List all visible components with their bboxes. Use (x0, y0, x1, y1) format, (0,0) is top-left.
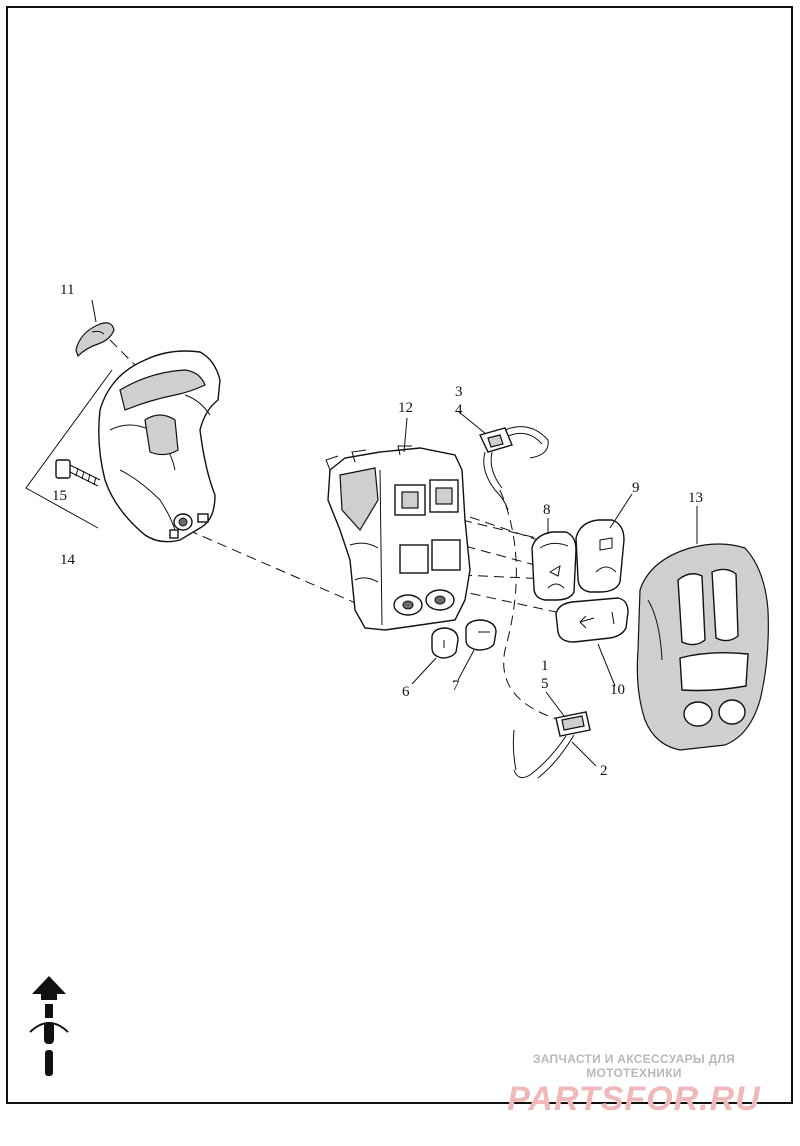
part-1-5-2-lower-connector (512, 711, 591, 779)
part-9-switch-cap (575, 519, 625, 593)
watermark: ЗАПЧАСТИ И АКСЕССУАРЫ ДЛЯ МОТОТЕХНИКИ PA… (488, 1052, 780, 1116)
callout-4: 4 (455, 402, 463, 418)
callout-7: 7 (452, 678, 460, 694)
callout-1: 1 (541, 658, 549, 674)
callout-labels: 11 3 4 12 15 14 8 9 13 1 5 10 6 7 2 (52, 282, 703, 779)
drawing-frame (6, 6, 793, 1104)
part-6-button (431, 627, 459, 659)
callout-9: 9 (632, 480, 640, 496)
callout-8: 8 (543, 502, 551, 518)
callout-11: 11 (60, 282, 74, 298)
leader-lines (91, 299, 698, 767)
motorcycle-front-arrow-icon (29, 976, 69, 1076)
callout-5: 5 (541, 676, 549, 692)
callout-2: 2 (600, 763, 608, 779)
callout-15: 15 (52, 488, 67, 504)
callout-3: 3 (455, 384, 463, 400)
callout-10: 10 (610, 682, 625, 698)
part-3-4-connector (479, 426, 549, 511)
watermark-tagline: ЗАПЧАСТИ И АКСЕССУАРЫ ДЛЯ МОТОТЕХНИКИ (532, 1052, 736, 1080)
callout-14: 14 (60, 552, 76, 568)
part-7-button (465, 619, 497, 651)
part-8-switch-cap (531, 531, 577, 601)
part-12-switch-housing (325, 445, 471, 631)
part-15-screw (55, 459, 101, 487)
callout-13: 13 (688, 490, 703, 506)
callout-6: 6 (402, 684, 410, 700)
part-13-upper-housing (636, 543, 769, 751)
part-10-rocker-cap (555, 597, 629, 643)
callout-12: 12 (398, 400, 413, 416)
part-14-lower-housing (98, 350, 221, 543)
watermark-brand: PARTSFOR.RU (507, 1080, 761, 1118)
part-11-cap (75, 322, 115, 358)
